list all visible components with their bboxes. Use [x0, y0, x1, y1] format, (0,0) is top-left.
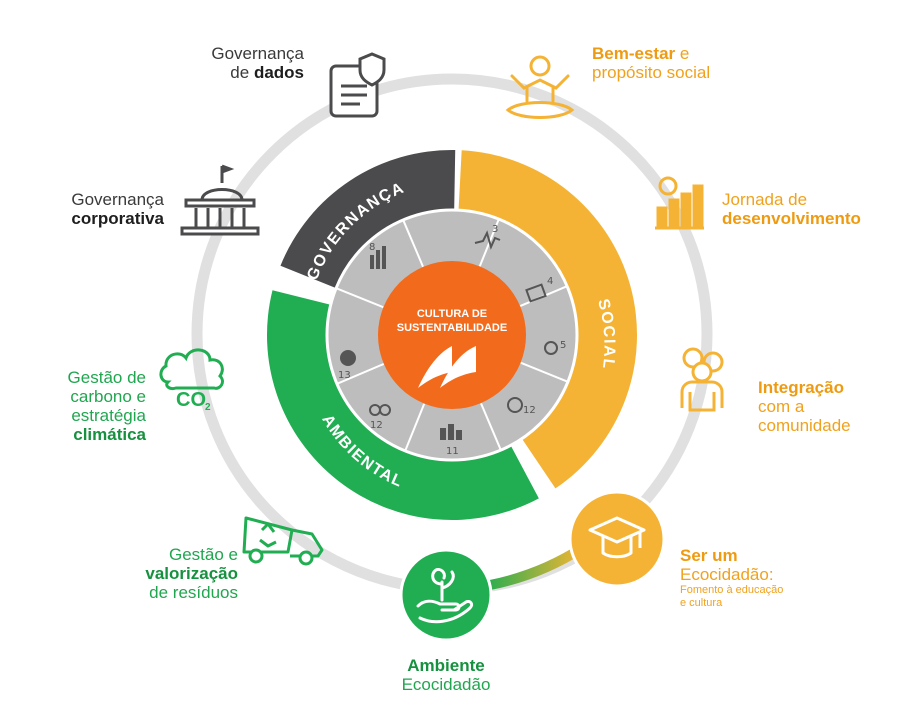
ambiental-wedge — [267, 290, 539, 521]
sdg-divider-2 — [520, 361, 569, 383]
sdg-11-number: 11 — [446, 446, 459, 457]
sdg-dividers — [335, 218, 569, 452]
label-governanca-dados: Governança de dados — [211, 44, 304, 82]
growth-chart-person-icon — [655, 176, 704, 230]
sdg-3-number: 3 — [492, 224, 498, 235]
label-bem-estar: Bem-estar e propósito social — [592, 44, 711, 82]
sdg-icons: 8 3 4 5 12 11 12 13 — [338, 224, 566, 457]
label-ecocidadao: Ser um Ecocidadão: Fomento à educação e … — [680, 546, 784, 609]
plant-hand-icon — [416, 568, 474, 624]
co2-text: CO — [176, 389, 206, 411]
sdg-4-number: 4 — [547, 276, 553, 287]
sdg-3-icon: 3 — [474, 224, 501, 250]
governanca-wedge — [280, 150, 456, 291]
label-gestao-carbono: Gestão de carbono e estratégia climática — [67, 368, 146, 444]
center-title-line2: SUSTENTABILIDADE — [397, 322, 507, 334]
ambiente-circle — [399, 548, 493, 642]
meditation-person-icon — [505, 55, 575, 119]
logo-icon — [418, 346, 476, 388]
sdg-divider-3 — [479, 402, 502, 451]
center-title-line1: CULTURA DE — [417, 308, 487, 320]
label-jornada: Jornada de desenvolvimento — [722, 190, 861, 228]
co2-sub: 2 — [205, 402, 211, 413]
label-ambiente: Ambiente Ecocidadão — [401, 656, 491, 694]
sdg-5-number: 5 — [560, 340, 566, 351]
sdg-11-icon: 11 — [440, 424, 462, 457]
shield-document-icon — [329, 52, 386, 118]
label-governanca-corporativa: Governança corporativa — [71, 190, 164, 228]
sdg-8-number: 8 — [369, 242, 375, 253]
sdg-12-left-icon: 12 — [369, 404, 391, 431]
sdg-12-right-number: 12 — [523, 405, 536, 416]
social-wedge — [458, 150, 637, 489]
sdg-13-icon: 13 — [338, 350, 356, 381]
ecocidadao-circle — [568, 490, 666, 588]
sdg-divider-7 — [402, 219, 425, 268]
sdg-divider-5 — [336, 362, 385, 385]
graduation-cap-icon — [588, 516, 646, 559]
sdg-divider-4 — [404, 403, 426, 452]
recycling-truck-icon — [242, 516, 324, 566]
community-people-icon — [680, 347, 724, 412]
sdg-divider-6 — [335, 287, 384, 309]
sdg-12-left-number: 12 — [370, 420, 383, 431]
sdg-4-icon: 4 — [525, 276, 553, 303]
center-circle — [378, 261, 526, 409]
government-building-icon — [180, 164, 260, 236]
sdg-12-right-icon: 12 — [507, 397, 536, 416]
sdg-5-icon: 5 — [544, 340, 566, 355]
sdg-8-icon: 8 — [369, 242, 386, 269]
co2-cloud-icon: CO 2 — [159, 348, 224, 413]
sdg-13-number: 13 — [338, 370, 351, 381]
label-gestao-residuos: Gestão e valorização de resíduos — [145, 545, 238, 602]
label-integracao: Integração com a comunidade — [758, 378, 851, 435]
